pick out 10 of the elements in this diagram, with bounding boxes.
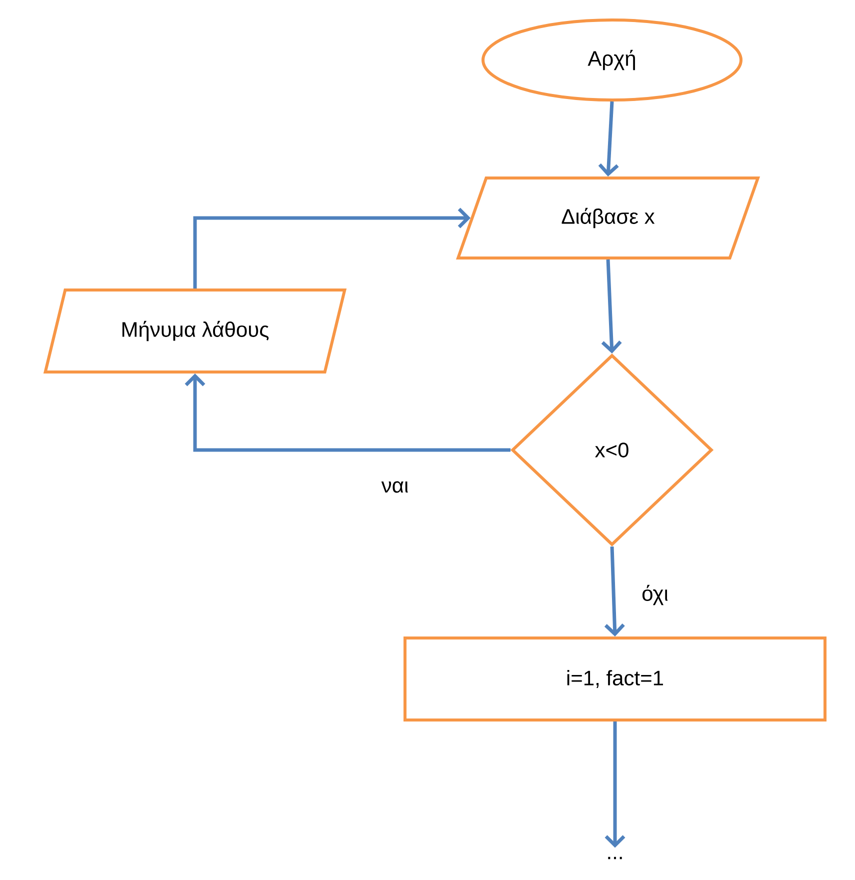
edge-label: όχι [640,582,670,608]
arrow [604,546,625,636]
arrow [184,374,510,452]
edge-label: ναι [379,479,411,495]
arrow [193,208,471,288]
process-box: i=1, fact=1 [404,636,826,722]
ellipsis-text: ... [608,856,622,860]
arrow [598,101,619,176]
arrow [604,722,626,848]
arrow [601,259,622,354]
